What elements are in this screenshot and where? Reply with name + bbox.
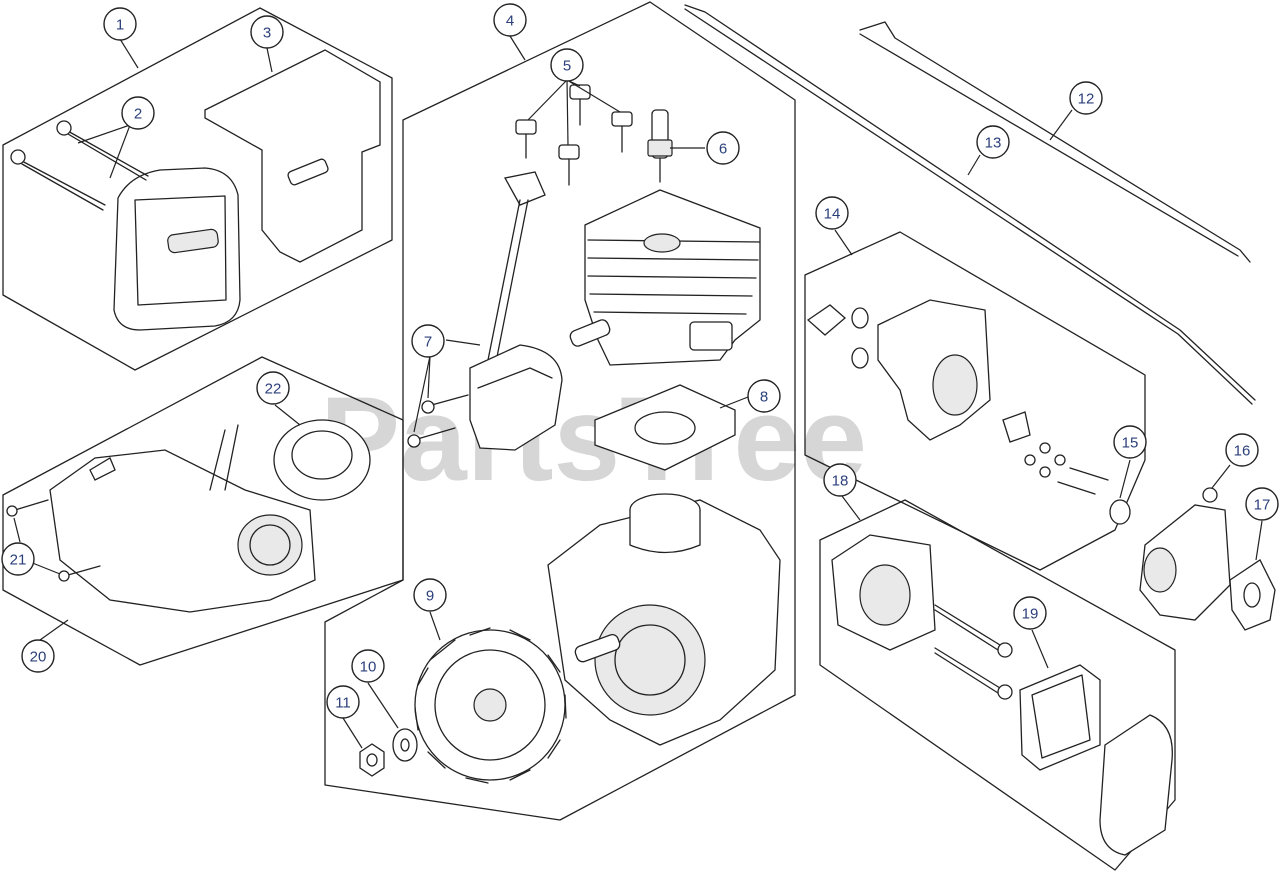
panel-engine [324, 1, 796, 821]
callout-21[interactable]: 21 [1, 542, 35, 576]
callout-16[interactable]: 16 [1225, 433, 1259, 467]
crankcase [547, 493, 781, 746]
callout-circle [976, 125, 1010, 159]
callout-14[interactable]: 14 [815, 196, 849, 230]
callout-label: 15 [1122, 435, 1139, 452]
callout-label: 9 [426, 588, 434, 605]
callout-6[interactable]: 6 [706, 131, 740, 165]
callout-18[interactable]: 18 [823, 463, 857, 497]
callout-circle [250, 15, 284, 49]
callout-15[interactable]: 15 [1113, 425, 1147, 459]
fuel-cap [273, 419, 371, 501]
flywheel-washer [392, 728, 418, 762]
ignition-module [407, 171, 563, 451]
cylinder-screws [515, 84, 633, 186]
callout-label: 5 [563, 58, 571, 75]
panel-carburetor [804, 231, 1146, 571]
cylinder [569, 189, 761, 366]
carburetor [1139, 487, 1231, 621]
callout-1[interactable]: 1 [103, 7, 137, 41]
callout-circle [103, 7, 137, 41]
callout-label: 18 [832, 473, 849, 490]
callout-label: 17 [1254, 497, 1271, 514]
callout-circle [823, 463, 857, 497]
callout-circle [550, 48, 584, 82]
callout-label: 3 [263, 25, 271, 42]
callout-circle [747, 379, 781, 413]
callout-11[interactable]: 11 [326, 685, 360, 719]
callout-label: 12 [1078, 91, 1095, 108]
throttle-cables [684, 4, 1256, 405]
callout-label: 16 [1234, 443, 1251, 460]
air-filter-element [1019, 664, 1101, 771]
callout-label: 21 [10, 552, 27, 569]
callout-label: 10 [360, 659, 377, 676]
callout-circle [1245, 487, 1279, 521]
callout-10[interactable]: 10 [351, 649, 385, 683]
flywheel-nut [359, 743, 385, 777]
callout-8[interactable]: 8 [747, 379, 781, 413]
panel-fuel-tank [2, 356, 404, 666]
callout-circle [411, 324, 445, 358]
callout-5[interactable]: 5 [550, 48, 584, 82]
fuel-tank [49, 449, 316, 613]
carburetor-gasket [1229, 559, 1276, 631]
muffler-outlet [167, 228, 219, 254]
air-filter-cover [1099, 714, 1173, 856]
callout-22[interactable]: 22 [256, 371, 290, 405]
callout-3[interactable]: 3 [250, 15, 284, 49]
callout-label: 8 [760, 389, 768, 406]
callout-circle [413, 578, 447, 612]
callout-9[interactable]: 9 [413, 578, 447, 612]
callout-label: 14 [824, 206, 841, 223]
base-gasket [594, 384, 736, 471]
callout-label: 22 [265, 381, 282, 398]
callout-circle [493, 3, 527, 37]
callout-label: 2 [134, 106, 142, 123]
callout-label: 20 [30, 649, 47, 666]
panel-muffler [2, 7, 393, 371]
callout-circle [1225, 433, 1259, 467]
callout-label: 4 [506, 13, 514, 30]
watermark-text: PartsTree [320, 372, 867, 506]
callout-17[interactable]: 17 [1245, 487, 1279, 521]
callout-circle [1113, 425, 1147, 459]
callout-circle [351, 649, 385, 683]
callout-12[interactable]: 12 [1069, 81, 1103, 115]
callout-label: 7 [424, 334, 432, 351]
callout-19[interactable]: 19 [1013, 596, 1047, 630]
callout-label: 11 [335, 695, 351, 712]
callout-circle [706, 131, 740, 165]
callout-circle [326, 685, 360, 719]
callout-circle [121, 96, 155, 130]
callout-label: 13 [985, 135, 1002, 152]
callout-7[interactable]: 7 [411, 324, 445, 358]
heat-shield [204, 49, 381, 263]
spark-plug [647, 109, 673, 183]
callout-label: 1 [116, 17, 124, 34]
callout-circle [256, 371, 290, 405]
callout-2[interactable]: 2 [121, 96, 155, 130]
callout-circle [1, 542, 35, 576]
callout-circle [815, 196, 849, 230]
flywheel [414, 627, 567, 784]
callout-circle [21, 639, 55, 673]
tank-screws [6, 499, 101, 582]
callout-circle [1069, 81, 1103, 115]
callout-circle [1013, 596, 1047, 630]
callout-20[interactable]: 20 [21, 639, 55, 673]
callout-4[interactable]: 4 [493, 3, 527, 37]
callout-label: 19 [1022, 606, 1039, 623]
callout-13[interactable]: 13 [976, 125, 1010, 159]
panel-air-filter [819, 499, 1176, 871]
callout-label: 6 [719, 141, 727, 158]
